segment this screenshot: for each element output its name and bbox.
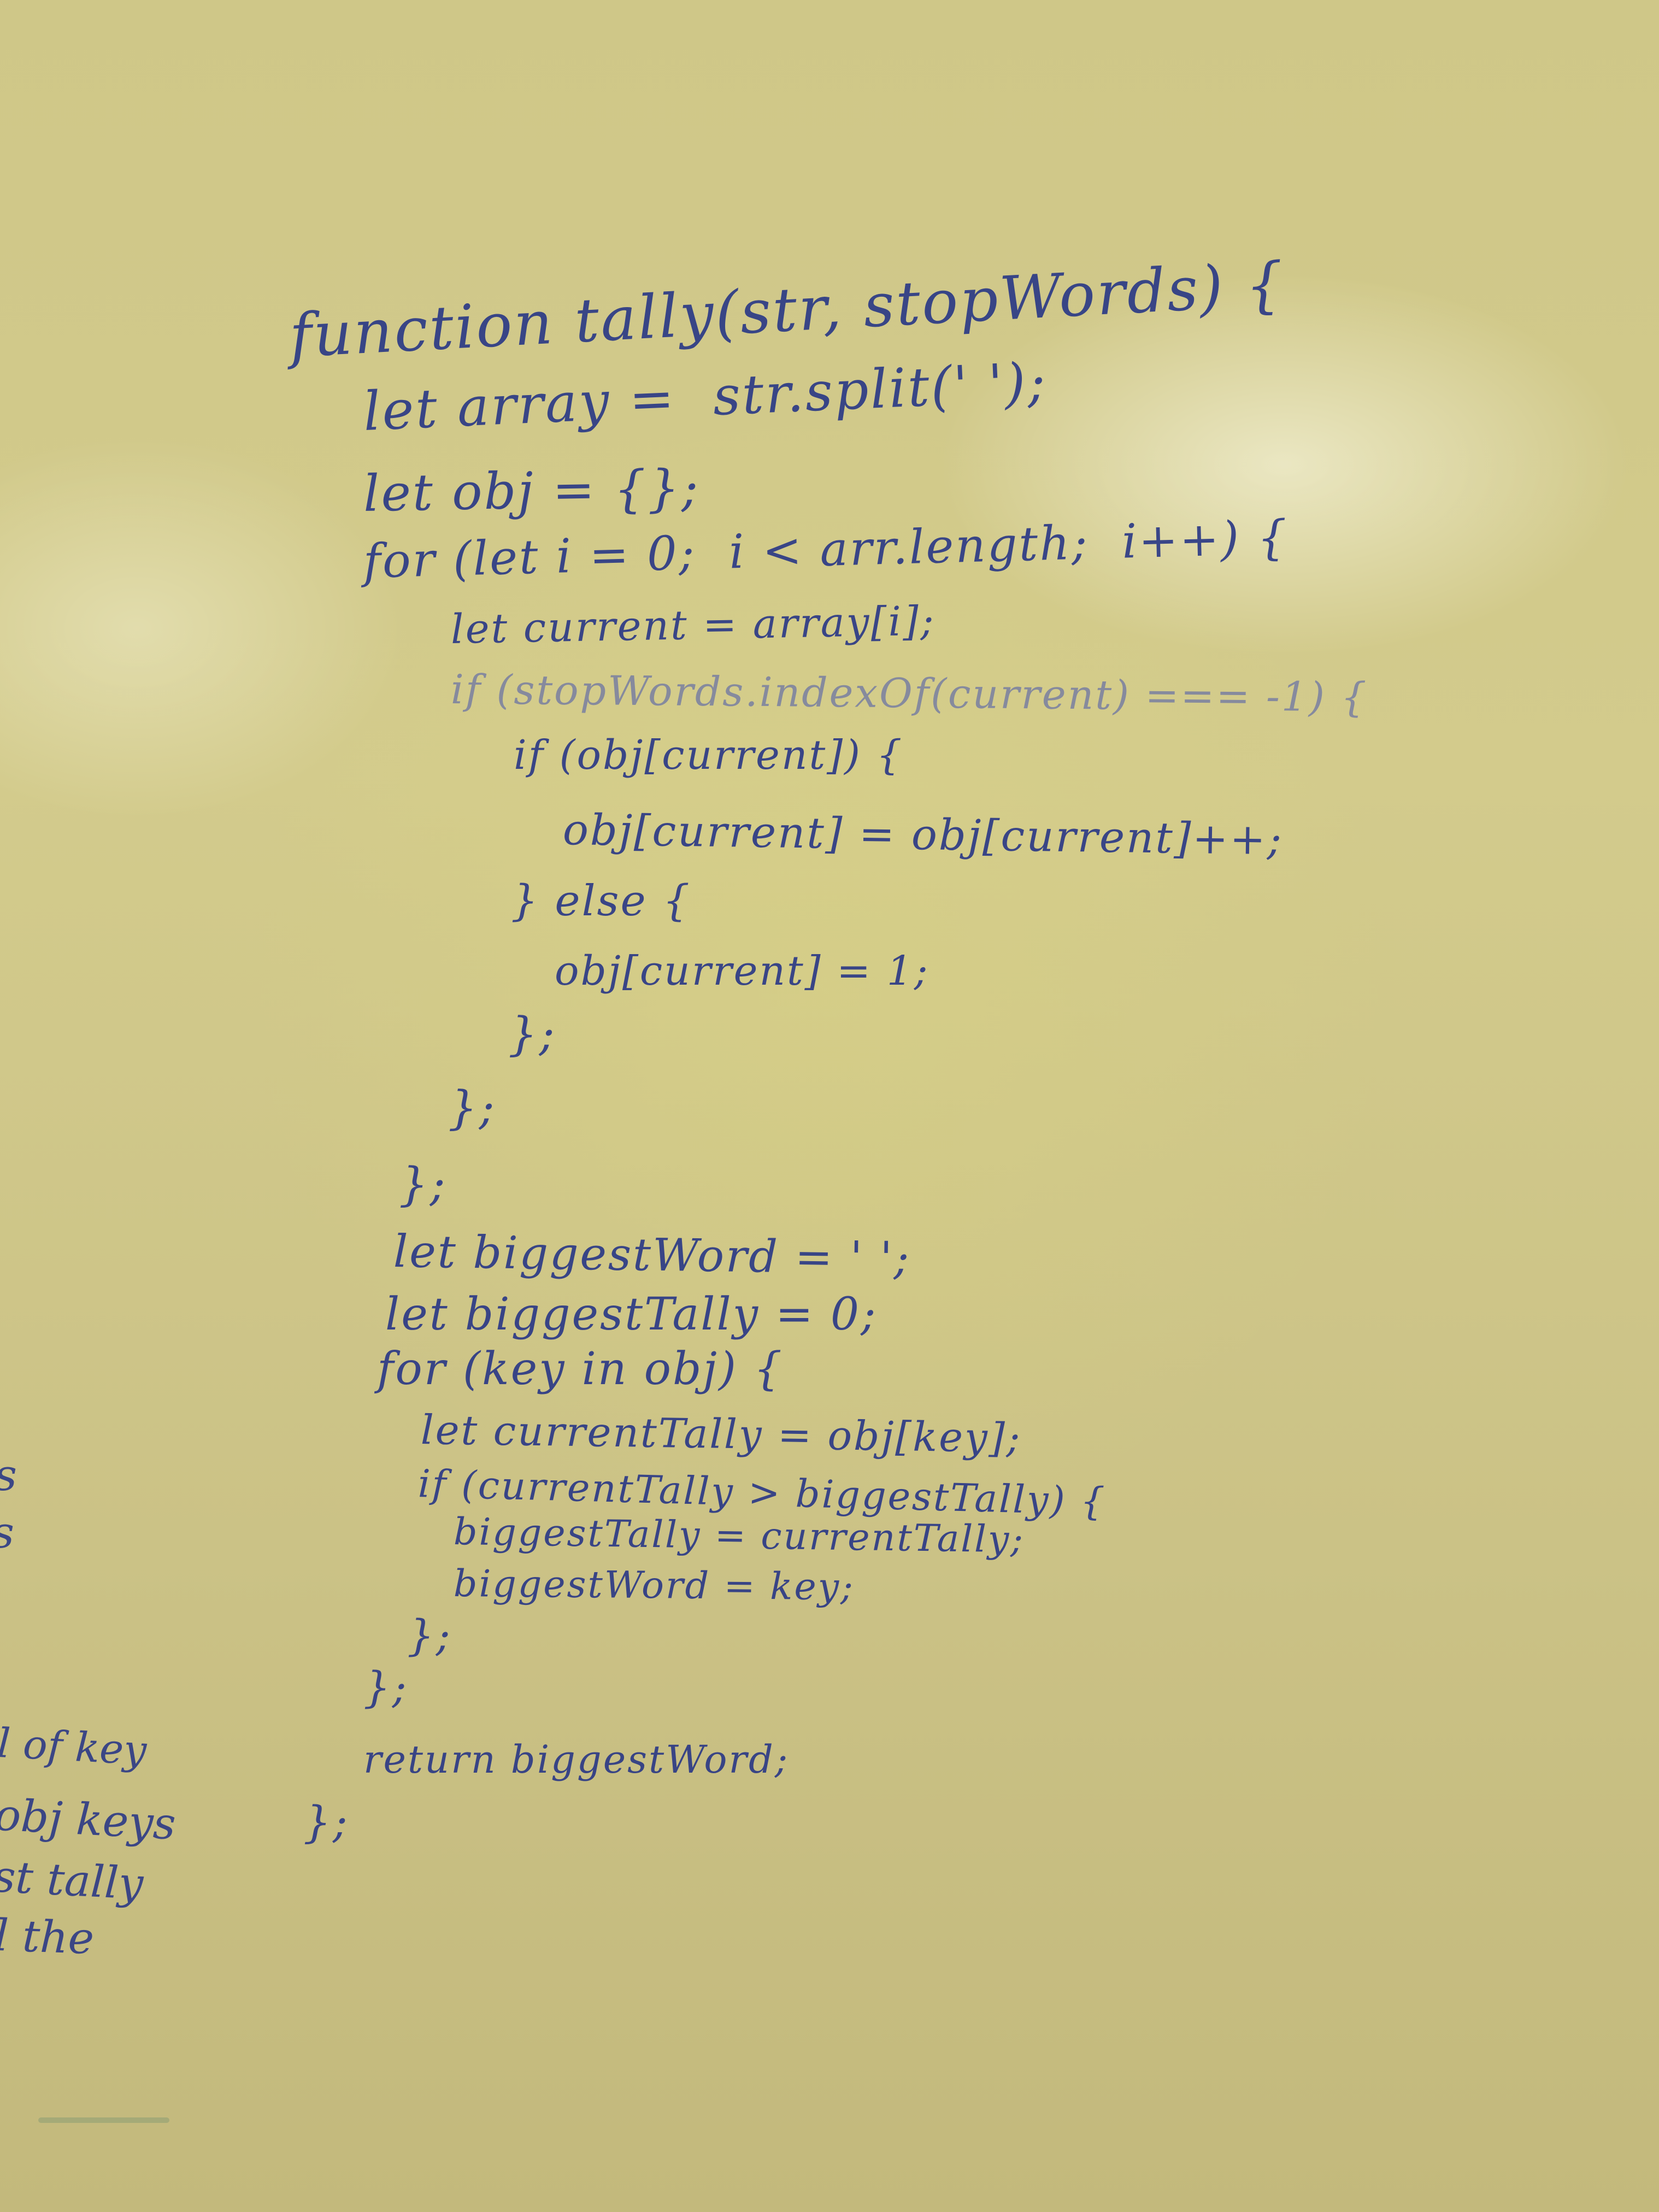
code-line-11: }; — [508, 1007, 556, 1061]
code-line-6: if (stopWords.indexOf(current) === -1) { — [450, 666, 1368, 721]
code-line-3: let obj = {}; — [363, 458, 701, 523]
code-line-17: let currentTally = obj[key]; — [420, 1407, 1022, 1462]
code-line-14: let biggestWord = ' '; — [393, 1226, 911, 1285]
margin-note-3: l of key — [0, 1719, 148, 1775]
code-line-2: let array = str.split(' '); — [362, 351, 1049, 443]
code-line-19: biggestTally = currentTally; — [453, 1510, 1025, 1562]
margin-note-1: s — [0, 1454, 17, 1497]
margin-note-2: s — [0, 1511, 14, 1555]
code-line-8: obj[current] = obj[current]++; — [562, 805, 1284, 865]
margin-note-4: obj keys — [0, 1789, 177, 1850]
code-line-12: }; — [448, 1081, 496, 1134]
code-line-4: for (let i = 0; i < arr.length; i++) { — [362, 510, 1290, 589]
code-line-16: for (key in obj) { — [377, 1343, 784, 1395]
code-line-22: }; — [363, 1663, 408, 1713]
margin-note-6: l the — [0, 1909, 95, 1964]
code-line-23: return biggestWord; — [363, 1737, 790, 1782]
code-line-9: } else { — [511, 876, 692, 926]
code-line-1: function tally(str, stopWords) { — [287, 249, 1287, 371]
marker-smudge — [38, 2117, 169, 2123]
code-line-13: }; — [399, 1157, 447, 1211]
code-line-5: let current = array[i]; — [450, 597, 936, 653]
code-line-15: let biggestTally = 0; — [385, 1289, 878, 1340]
code-line-7: if (obj[current]) { — [514, 732, 904, 779]
code-line-21: }; — [407, 1611, 452, 1661]
margin-note-5: est tally — [0, 1849, 145, 1910]
code-line-24: }; — [303, 1797, 349, 1848]
code-line-10: obj[current] = 1; — [555, 948, 929, 995]
code-line-20: biggestWord = key; — [453, 1562, 855, 1609]
